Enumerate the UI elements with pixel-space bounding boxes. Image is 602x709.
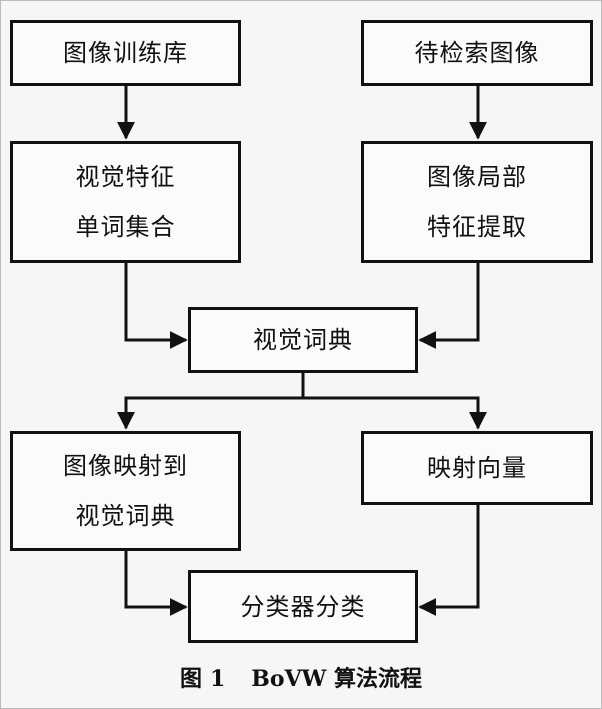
node-visual-words-line-1: 视觉特征 bbox=[75, 163, 176, 191]
node-mapped-vector-label: 映射向量 bbox=[427, 454, 527, 482]
node-visual-dictionary-label: 视觉词典 bbox=[253, 326, 353, 354]
edge-map-to-dictionary-to-classifier bbox=[124, 551, 188, 616]
node-mapped-vector: 映射向量 bbox=[361, 431, 593, 505]
edge-visual-words-to-visual-dictionary bbox=[124, 263, 188, 349]
node-visual-dictionary: 视觉词典 bbox=[188, 307, 418, 373]
node-training-library-label: 图像训练库 bbox=[63, 39, 188, 67]
caption-number: 1 bbox=[209, 666, 226, 692]
node-query-image: 待检索图像 bbox=[361, 20, 593, 86]
node-query-image-label: 待检索图像 bbox=[414, 39, 540, 67]
edge-local-features-to-visual-dictionary bbox=[418, 263, 480, 349]
node-visual-words: 视觉特征 单词集合 bbox=[10, 141, 241, 263]
node-local-features: 图像局部 特征提取 bbox=[361, 141, 593, 263]
caption-label: 图 bbox=[179, 666, 202, 692]
node-map-to-dictionary: 图像映射到 视觉词典 bbox=[10, 431, 241, 551]
node-training-library: 图像训练库 bbox=[10, 20, 241, 86]
node-map-to-dictionary-line-2: 视觉词典 bbox=[75, 502, 176, 530]
edge-visual-dictionary-to-map-to-dictionary bbox=[117, 396, 303, 430]
node-classifier-label: 分类器分类 bbox=[240, 592, 366, 621]
node-local-features-line-2: 特征提取 bbox=[427, 213, 527, 241]
node-visual-words-line-2: 单词集合 bbox=[75, 213, 176, 241]
node-local-features-line-1: 图像局部 bbox=[427, 163, 527, 191]
node-map-to-dictionary-line-1: 图像映射到 bbox=[63, 452, 188, 480]
edge-mapped-vector-to-classifier bbox=[418, 505, 480, 616]
caption-title: BoVW 算法流程 bbox=[251, 666, 423, 692]
node-classifier: 分类器分类 bbox=[188, 570, 418, 643]
edge-visual-dictionary-to-mapped-vector bbox=[303, 396, 487, 430]
